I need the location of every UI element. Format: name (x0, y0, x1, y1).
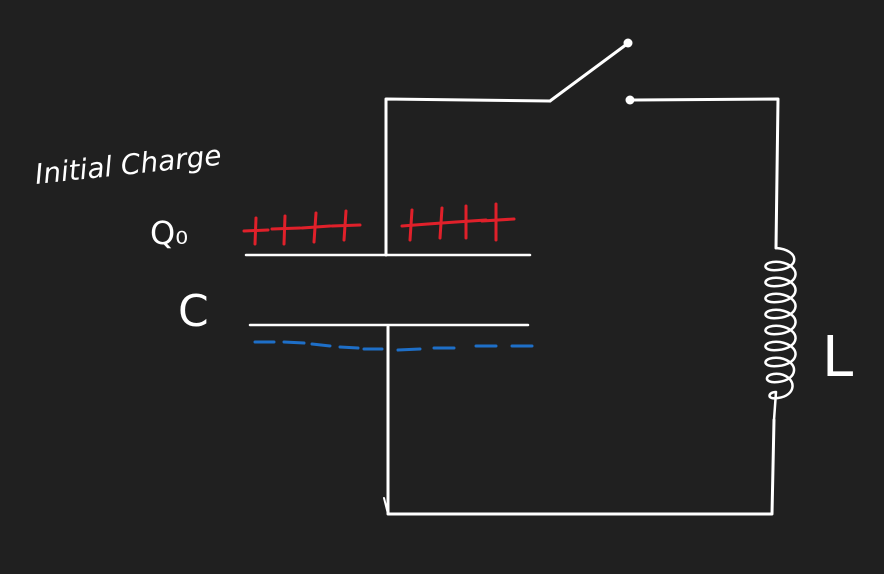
wire-kink (383, 497, 389, 515)
switch-blade (548, 42, 629, 103)
minus-sign (282, 340, 306, 345)
capacitor-label: C (178, 286, 209, 337)
minus-sign (310, 342, 332, 348)
switch-contact-top (623, 38, 633, 48)
switch-contact-right (625, 95, 635, 105)
wire-top-right (628, 97, 780, 250)
plus-sign (270, 214, 302, 246)
minus-sign (338, 345, 360, 350)
negative-charges (253, 340, 534, 352)
wire-bottom (386, 325, 776, 516)
plus-sign (242, 216, 270, 246)
plus-sign (300, 211, 332, 244)
circuit-wires (383, 42, 797, 516)
inductor-label: L (822, 325, 853, 390)
plus-sign (330, 209, 362, 242)
plus-sign (480, 202, 516, 242)
initial-charge-label: Initial Charge (33, 139, 223, 191)
q0-label: Q₀ (150, 214, 188, 252)
inductor-coil (764, 246, 797, 422)
plus-sign (426, 206, 458, 240)
wire-top-left (384, 97, 552, 257)
plus-sign (400, 208, 430, 242)
positive-charges (242, 202, 516, 246)
minus-sign (396, 347, 422, 352)
